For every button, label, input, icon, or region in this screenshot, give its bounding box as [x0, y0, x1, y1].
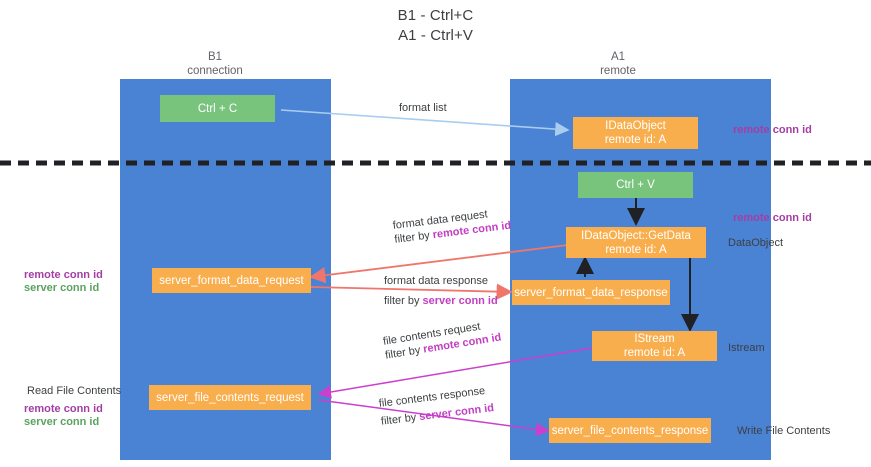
node-ctrl-v-label: Ctrl + V	[616, 179, 655, 191]
annotation-right-write-file-contents: Write File Contents	[737, 425, 831, 437]
arrow-file-contents-response	[318, 399, 550, 437]
annotation-right-remote-conn-id-top: remote conn id	[733, 124, 812, 136]
node-getdata-label: IDataObject::GetData	[581, 229, 691, 242]
column-header-b1-name: B1	[207, 51, 223, 63]
annotation-left-server-conn-id-bot: server conn id	[24, 416, 100, 428]
column-header-b1: B1 connection	[145, 50, 285, 78]
node-server-file-contents-response[interactable]: server_file_contents_response	[549, 418, 711, 443]
annotation-left-remote-conn-id-mid: remote conn id	[24, 269, 103, 281]
annotation-left-read-file-contents: Read File Contents	[27, 385, 122, 397]
node-idataobject-label: IDataObject	[605, 120, 666, 132]
title-line-1: B1 - Ctrl+C	[397, 7, 474, 24]
node-idataobject[interactable]: IDataObject remote id: A	[573, 117, 698, 149]
column-header-b1-sub: connection	[187, 65, 243, 77]
arrow-format-list	[280, 109, 570, 137]
column-header-a1-sub: remote	[600, 65, 636, 77]
node-ctrl-c-label: Ctrl + C	[197, 102, 238, 115]
node-idataobject-sub: remote id: A	[604, 134, 667, 146]
node-istream-sub: remote id: A	[623, 347, 686, 359]
node-istream-label: IStream	[634, 333, 675, 345]
annotation-right-remote-conn-id-mid: remote conn id	[733, 212, 812, 224]
edge-label-format-data-response-filter-prefix: filter by	[384, 295, 423, 307]
edge-label-format-data-response: format data response filter by server co…	[384, 274, 498, 308]
node-server-format-data-request-label: server_format_data_request	[159, 274, 304, 287]
edge-label-format-list: format list	[399, 101, 447, 115]
column-header-a1: A1 remote	[548, 50, 688, 78]
edge-label-format-data-response-text: format data response	[384, 275, 488, 287]
node-ctrl-c[interactable]: Ctrl + C	[160, 95, 275, 122]
edge-label-format-list-text: format list	[399, 102, 447, 114]
edge-label-format-data-response-filter-key: server conn id	[422, 295, 498, 307]
annotation-right-istream: Istream	[728, 342, 765, 354]
arrow-format-data-request	[309, 243, 577, 284]
title-line-2: A1 - Ctrl+V	[398, 27, 473, 44]
annotation-left-remote-conn-id-bot: remote conn id	[24, 403, 103, 415]
node-istream[interactable]: IStream remote id: A	[592, 331, 717, 361]
node-server-format-data-response[interactable]: server_format_data_response	[512, 280, 670, 305]
node-server-format-data-response-label: server_format_data_response	[514, 286, 668, 299]
node-server-file-contents-request-label: server_file_contents_request	[156, 391, 304, 404]
page-title: B1 - Ctrl+C A1 - Ctrl+V	[0, 6, 871, 46]
node-server-file-contents-request[interactable]: server_file_contents_request	[149, 385, 311, 410]
node-getdata[interactable]: IDataObject::GetData remote id: A	[566, 227, 706, 258]
column-header-a1-name: A1	[610, 51, 626, 63]
node-server-format-data-request[interactable]: server_format_data_request	[152, 268, 311, 293]
arrow-format-data-response	[310, 283, 513, 300]
arrow-file-contents-request	[317, 347, 593, 399]
node-getdata-sub: remote id: A	[605, 243, 667, 256]
annotation-right-dataobject: DataObject	[728, 237, 784, 249]
node-ctrl-v[interactable]: Ctrl + V	[578, 172, 693, 198]
node-server-file-contents-response-label: server_file_contents_response	[551, 424, 709, 437]
annotation-left-server-conn-id-mid: server conn id	[24, 282, 100, 294]
